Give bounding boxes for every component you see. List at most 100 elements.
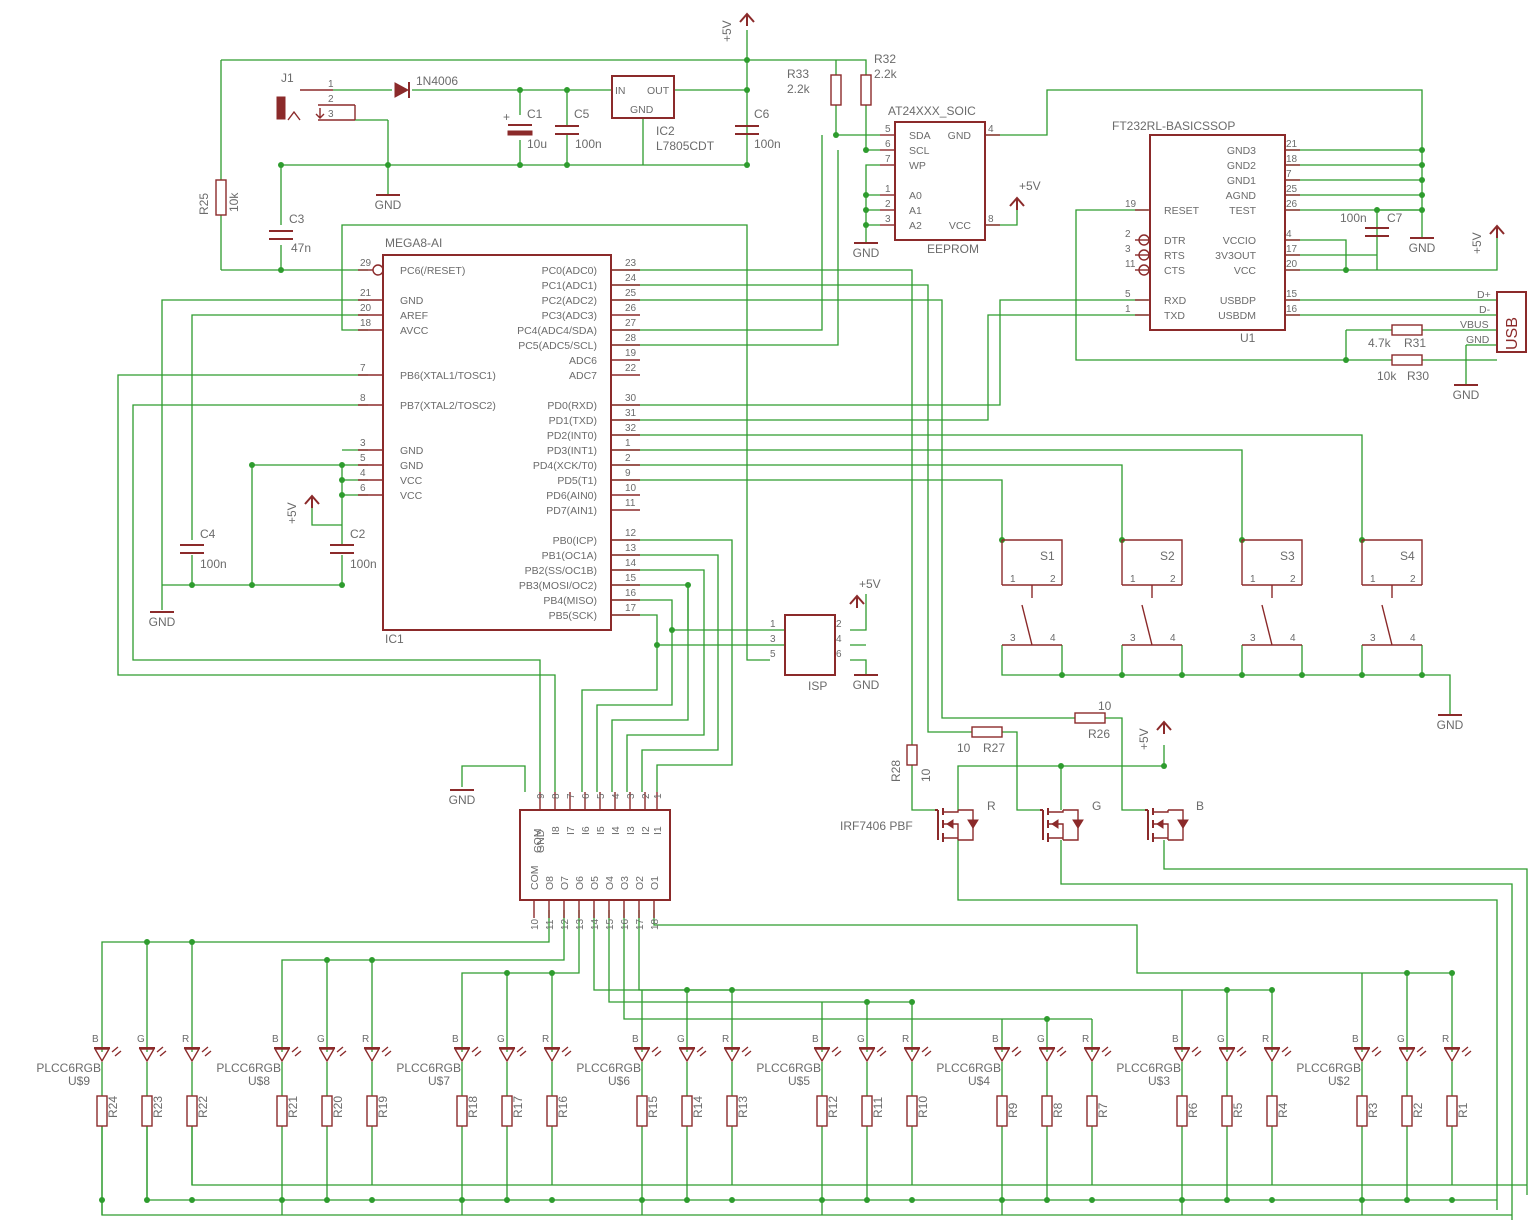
ftdi-pin-number: 2 — [1125, 229, 1131, 240]
mcu-pin-name: VCC — [400, 490, 423, 502]
junction — [1044, 1016, 1050, 1022]
capacitor-value: 100n — [1340, 211, 1367, 225]
led-channel: R — [1262, 1034, 1269, 1045]
ftdi-pin-name: RTS — [1164, 250, 1185, 262]
text-layer: MEGA8-AI IC1 IC2 L7805CDT IN OUT GND 1N4… — [281, 71, 1521, 833]
led-emission — [381, 1046, 392, 1057]
mcu-pin-name: PD2(INT0) — [547, 430, 597, 442]
driver-pin-number: 13 — [575, 918, 586, 930]
mcu-pin-number: 26 — [625, 303, 637, 314]
usb-label: USB — [1504, 317, 1521, 350]
ground-label: GND — [1437, 718, 1464, 732]
mosfet-b: B — [1196, 799, 1204, 813]
switch-pin: 4 — [1410, 633, 1416, 644]
led-channel: G — [677, 1034, 685, 1045]
eeprom-pin-number: 2 — [885, 199, 891, 210]
driver-pin-number: 5 — [596, 793, 607, 799]
junction — [564, 162, 570, 168]
junction — [249, 582, 255, 588]
eeprom-pin-number: 5 — [885, 124, 891, 135]
mcu-pin-number: 22 — [625, 363, 637, 374]
driver-pin-name: I6 — [580, 826, 592, 835]
junction — [369, 1197, 375, 1203]
eeprom-pin-name: WP — [909, 160, 926, 172]
junction — [833, 132, 839, 138]
ftdi-pin-number: 17 — [1286, 244, 1298, 255]
led-emission — [1281, 1046, 1292, 1057]
mcu-pin-number: 12 — [625, 528, 637, 539]
mcu-pin-name: PD0(RXD) — [547, 400, 597, 412]
switch-pin: 2 — [1290, 574, 1296, 585]
regulator-out: OUT — [647, 85, 670, 97]
mcu-pin-number: 32 — [625, 423, 637, 434]
led-channel: G — [497, 1034, 505, 1045]
junction — [1419, 192, 1425, 198]
junction — [1449, 1197, 1455, 1203]
junction — [1419, 147, 1425, 153]
mosfet-body — [1048, 809, 1079, 841]
ground-label: GND — [1409, 241, 1436, 255]
led-emission — [651, 1046, 662, 1057]
led-emission — [741, 1046, 752, 1057]
resistor-ref: R30 — [1407, 369, 1429, 383]
led-channel: B — [632, 1034, 639, 1045]
led-emission — [1191, 1046, 1202, 1057]
resistor-ref: R9 — [1006, 1102, 1020, 1118]
led-channel: R — [182, 1034, 189, 1045]
led-value: PLCC6RGB — [1116, 1061, 1181, 1075]
capacitor-ref: C5 — [574, 107, 590, 121]
junction — [324, 957, 330, 963]
resistor-ref: R15 — [646, 1096, 660, 1118]
junction — [564, 87, 570, 93]
led-emission — [471, 1046, 482, 1057]
mcu-pin-name: ADC7 — [569, 370, 597, 382]
driver-pin-name: COM — [529, 866, 541, 891]
driver-pin-name: COM — [532, 829, 544, 854]
junction — [1179, 1197, 1185, 1203]
switch-pin: 2 — [1170, 574, 1176, 585]
eeprom-pin-number: 1 — [885, 184, 891, 195]
junction — [517, 87, 523, 93]
mcu-pin-name: PD6(AIN0) — [546, 490, 597, 502]
junction — [1419, 162, 1425, 168]
led-channel: R — [1082, 1034, 1089, 1045]
ftdi-pin-name: RXD — [1164, 295, 1187, 307]
resistor-body — [456, 1095, 468, 1127]
mosfet-r: R — [987, 799, 996, 813]
resistor-ref: R23 — [151, 1096, 165, 1118]
resistor-ref: R33 — [787, 67, 809, 81]
led-emission — [291, 1046, 302, 1057]
resistor-body — [141, 1095, 153, 1127]
mcu-pin-name: GND — [400, 460, 424, 472]
resistor-ref: R21 — [286, 1096, 300, 1118]
ftdi-pin-name: TEST — [1229, 205, 1256, 217]
resistor-ref: R8 — [1051, 1102, 1065, 1118]
led-value: PLCC6RGB — [756, 1061, 821, 1075]
mosfet-diode — [1072, 819, 1084, 829]
eeprom-name: AT24XXX_SOIC — [888, 104, 976, 118]
driver-pin-number: 2 — [641, 793, 652, 799]
driver-pin-number: 6 — [581, 793, 592, 799]
isp-header — [784, 614, 836, 676]
mcu-pin-number: 9 — [625, 468, 631, 479]
junction — [504, 970, 510, 976]
driver-pin-number: 7 — [566, 793, 577, 799]
eeprom-pin-number: 4 — [988, 124, 994, 135]
led-emission — [516, 1046, 527, 1057]
led-emission — [696, 1046, 707, 1057]
junction — [385, 162, 391, 168]
junction — [654, 642, 660, 648]
isp-pin-5: 5 — [770, 649, 776, 660]
eeprom-pin-name: A2 — [909, 220, 922, 232]
mcu-pin-number: 8 — [360, 393, 366, 404]
led-ref: U$5 — [788, 1074, 810, 1088]
resistor-body — [1266, 1095, 1278, 1127]
driver-pin-number: 15 — [605, 918, 616, 930]
jack-pin-3: 3 — [328, 109, 334, 120]
led-channel: R — [542, 1034, 549, 1045]
jack-pin-1: 1 — [328, 79, 334, 90]
eeprom-pin-number: 8 — [988, 214, 994, 225]
mcu-pin-number: 25 — [625, 288, 637, 299]
junction — [1419, 207, 1425, 213]
mcu-pin-number: 24 — [625, 273, 637, 284]
